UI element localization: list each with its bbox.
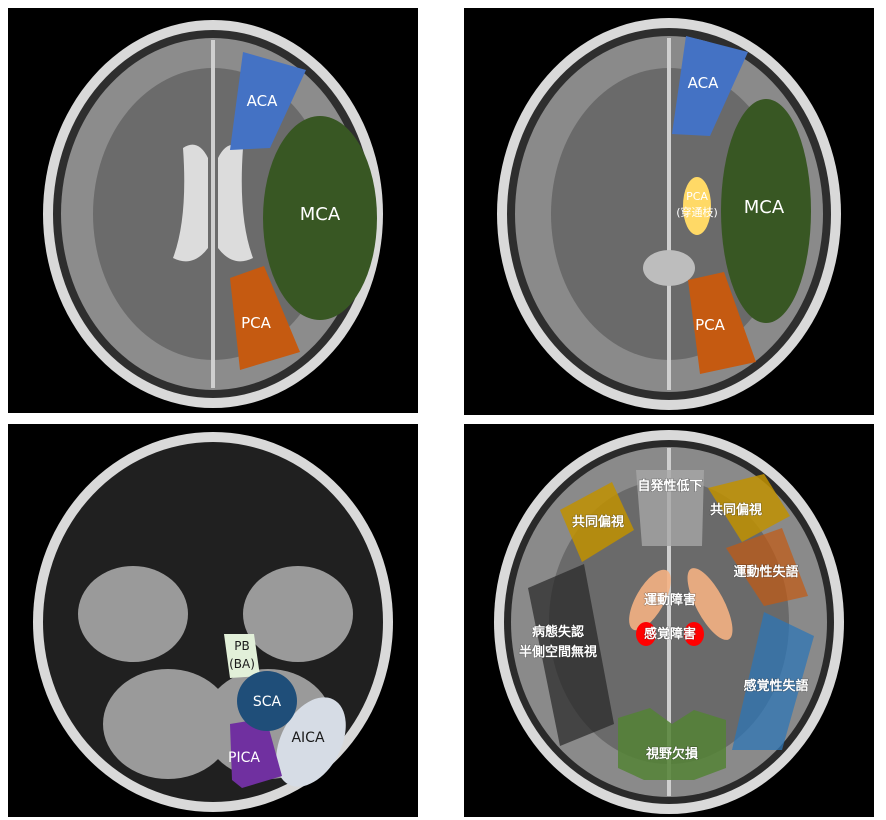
aca-label: ACA [247,92,278,110]
pica-label: PICA [228,750,260,766]
pca-perforator-label: PCA [686,190,708,203]
motor-aphasia-label: 運動性失語 [733,564,798,580]
aica-region [276,697,346,787]
sensory-aphasia-region [732,612,814,750]
mca-region [721,99,811,323]
apathy-region [636,470,704,546]
neglect-label: 半側空間無視 [519,644,597,660]
motor-deficit-right-region [687,568,733,640]
pca-label: PCA [695,316,726,334]
brain-symptom-map: 自発性低下 共同偏視 共同偏視 運動性失語 運動障害 感覚障害 病態失認 半側空… [494,430,844,814]
aica-label: AICA [291,730,324,746]
apathy-label: 自発性低下 [637,478,702,494]
pb-label: PB [234,639,249,653]
pb-region [224,634,260,678]
visual-field-defect-region [618,708,726,780]
mca-label: MCA [300,204,341,225]
aca-region [230,52,306,150]
pca-region [230,266,300,370]
brain-axial-slice-posterior-fossa: PB (BA) AICA PICA SCA [33,432,393,812]
sensory-aphasia-label: 感覚性失語 [743,678,808,694]
left-cerebellum [103,669,233,779]
sensory-deficit-right-region [684,622,704,646]
pca-perforator-sublabel: (穿通枝) [676,205,718,219]
left-temporal-lobe [78,566,188,662]
brain-axial-slice-basal-ganglia: ACA MCA PCA (穿通枝) PCA [497,18,841,410]
motor-deficit-left-region [629,569,671,631]
motor-deficit-label: 運動障害 [644,592,696,608]
mca-region [263,116,377,320]
brain-axial-slice-ventricles: ACA MCA PCA [43,20,383,408]
pca-region [688,272,756,374]
visual-field-defect-label: 視野欠損 [645,746,699,762]
mri-panel-bottom-left: PB (BA) AICA PICA SCA [8,424,418,817]
midbrain [643,250,695,286]
motor-aphasia-region [726,528,808,606]
mri-panel-top-left: ACA MCA PCA [8,8,418,413]
left-ventricle [173,144,208,262]
anosognosia-region [528,564,614,746]
pica-region [230,718,282,788]
right-ventricle [218,144,253,262]
mri-panel-top-right: ACA MCA PCA (穿通枝) PCA [464,8,874,415]
aca-region [672,36,748,136]
sensory-deficit-left-region [636,622,656,646]
sca-region [237,671,297,731]
sensory-deficit-label: 感覚障害 [644,626,696,642]
mca-label: MCA [744,197,785,218]
mri-panel-bottom-right: 自発性低下 共同偏視 共同偏視 運動性失語 運動障害 感覚障害 病態失認 半側空… [464,424,874,817]
gaze-deviation-right-region [708,474,790,542]
gaze-deviation-left-label: 共同偏視 [572,514,624,530]
gaze-deviation-right-label: 共同偏視 [710,502,762,518]
gaze-deviation-left-region [560,482,634,562]
anosognosia-label: 病態失認 [532,624,584,640]
aca-label: ACA [688,74,719,92]
pca-label: PCA [241,314,272,332]
sca-label: SCA [253,694,282,710]
pb-sublabel: (BA) [229,657,255,671]
pca-perforator-region [683,177,711,235]
right-temporal-lobe [243,566,353,662]
